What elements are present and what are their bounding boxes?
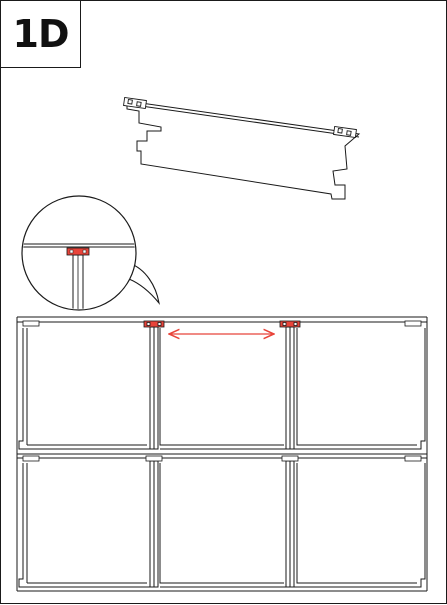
connector-brackets	[22, 320, 422, 462]
magnifier-callout-icon	[21, 195, 160, 311]
highlighted-brackets	[143, 320, 301, 328]
panel-perspective	[126, 100, 361, 200]
frame-grid	[16, 316, 428, 592]
step-number-box: 1D	[1, 1, 81, 68]
bracket-icon	[123, 96, 357, 139]
step-label: 1D	[12, 12, 70, 56]
